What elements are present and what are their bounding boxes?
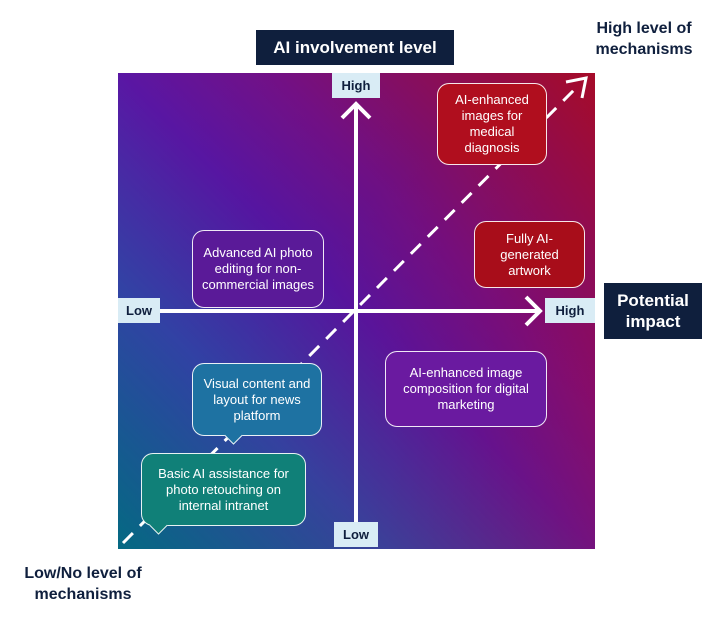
card-medical-diagnosis-text: AI-enhanced images for medical diagnosis bbox=[455, 92, 529, 155]
card-digital-marketing-text: AI-enhanced image composition for digita… bbox=[403, 365, 529, 412]
card-basic-retouching: Basic AI assistance for photo retouching… bbox=[141, 453, 306, 526]
diagonal-top-right-label: High level of mechanisms bbox=[595, 20, 693, 58]
y-axis-high-label: High bbox=[332, 73, 380, 98]
x-axis-low-label: Low bbox=[118, 298, 160, 323]
card-medical-diagnosis: AI-enhanced images for medical diagnosis bbox=[437, 83, 547, 165]
horizontal-axis-arrowhead bbox=[524, 295, 543, 327]
card-fully-ai-artwork-text: Fully AI-generated artwork bbox=[500, 230, 559, 278]
card-news-platform: Visual content and layout for news platf… bbox=[192, 363, 322, 436]
card-news-platform-text: Visual content and layout for news platf… bbox=[203, 375, 311, 423]
card-advanced-photo-editing-text: Advanced AI photo editing for non-commer… bbox=[202, 245, 314, 292]
card-advanced-photo-editing: Advanced AI photo editing for non-commer… bbox=[192, 230, 324, 308]
card-basic-retouching-text: Basic AI assistance for photo retouching… bbox=[158, 465, 289, 513]
card-digital-marketing: AI-enhanced image composition for digita… bbox=[385, 351, 547, 427]
x-axis-title: Potential impact bbox=[604, 283, 702, 339]
diagonal-bottom-left-label: Low/No level of mechanisms bbox=[24, 565, 142, 603]
y-axis-title: AI involvement level bbox=[256, 30, 454, 65]
diagonal-arrowhead bbox=[565, 76, 588, 99]
y-axis-low-label: Low bbox=[334, 522, 378, 547]
card-fully-ai-artwork: Fully AI-generated artwork bbox=[474, 221, 585, 288]
vertical-axis-arrowhead bbox=[340, 101, 372, 120]
x-axis-high-label: High bbox=[545, 298, 595, 323]
